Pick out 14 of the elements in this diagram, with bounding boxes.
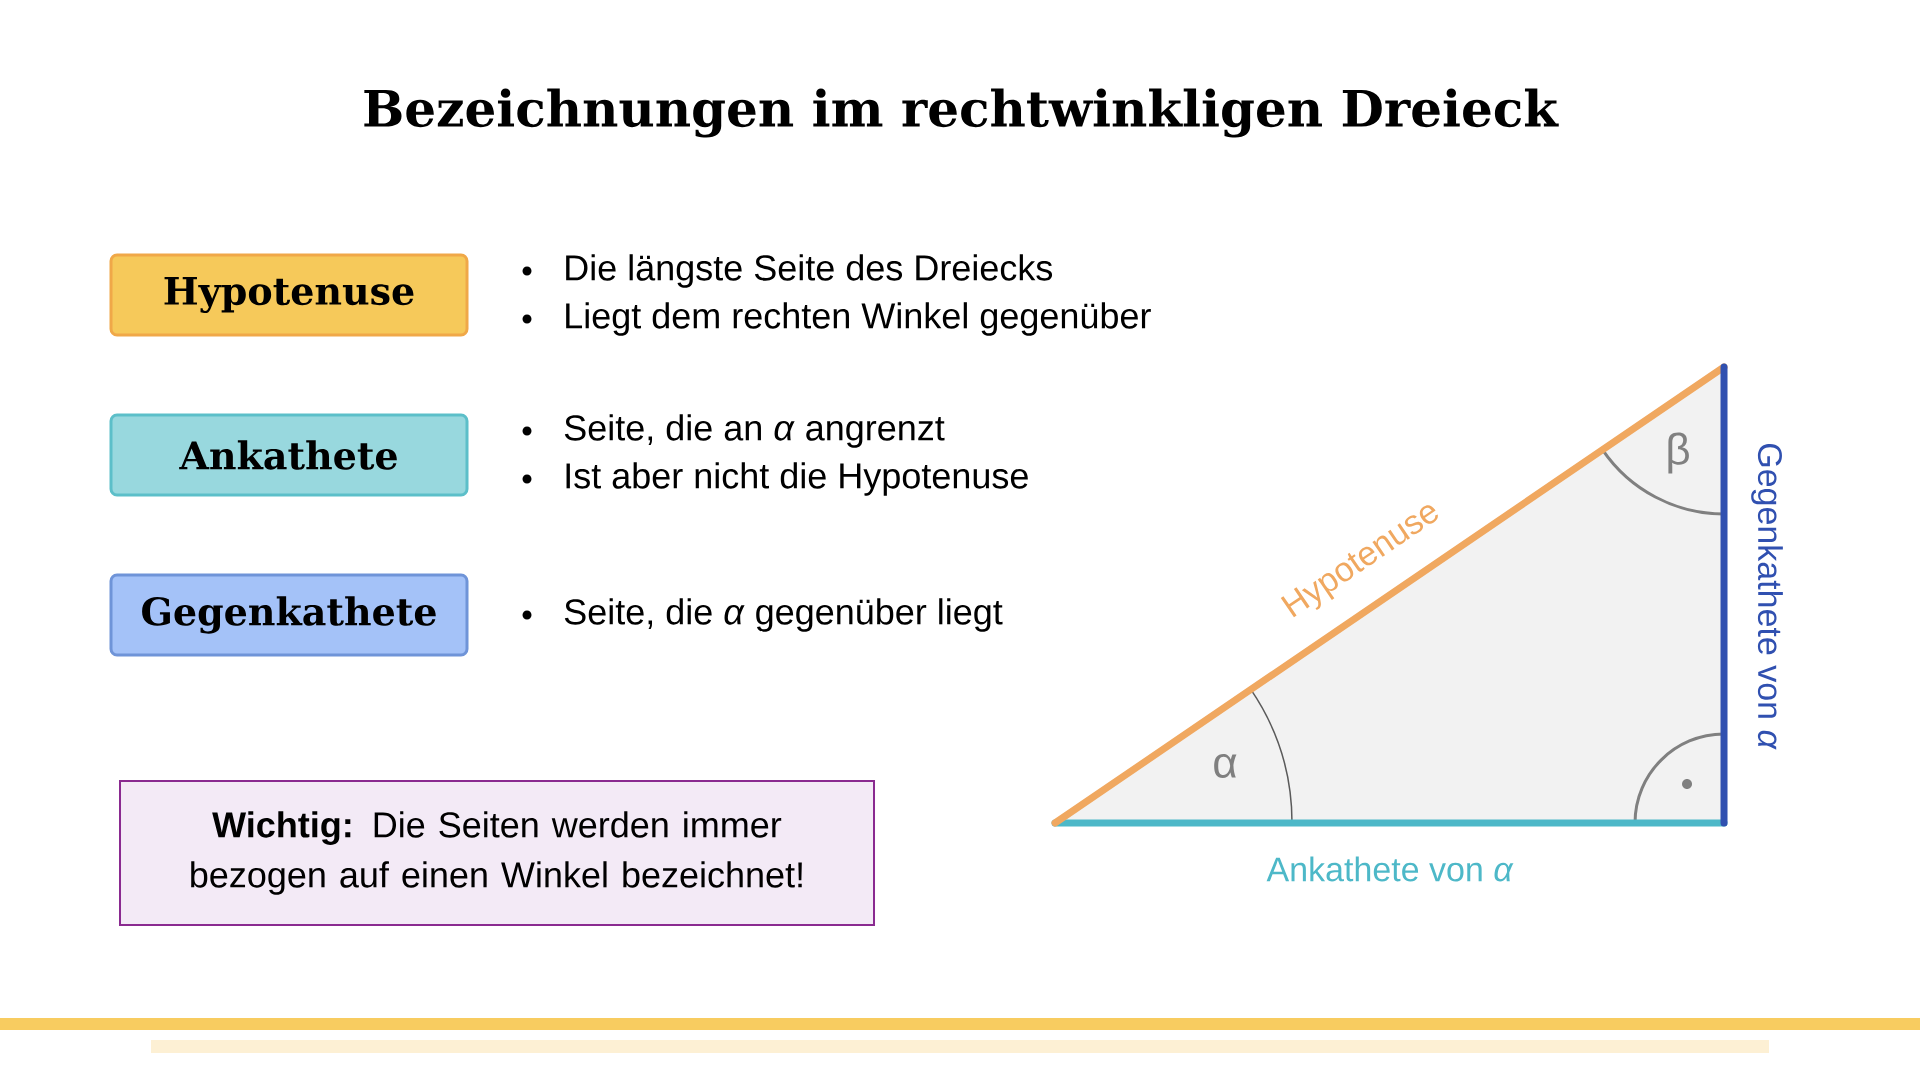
angle-label: β bbox=[1668, 432, 1689, 474]
bullet-text: Seite, die an α angrenzt bbox=[564, 414, 945, 448]
note-box: Wichtig: Die Seiten werden immer bezogen auf einen Winkel bezeichnet! bbox=[119, 780, 875, 926]
angle-label: α bbox=[1214, 753, 1237, 779]
bullet-text: Liegt dem rechten Winkel gegenüber bbox=[566, 302, 1151, 336]
bullet-text: Seite, die α gegenüber liegt bbox=[564, 598, 1003, 632]
side-label: Gegenkathete von α bbox=[1751, 443, 1783, 750]
term-box: Hypotenuse bbox=[109, 253, 469, 337]
bullet-text: Ist aber nicht die Hypotenuse bbox=[566, 462, 1028, 496]
bullet-text: Die längste Seite des Dreiecks bbox=[566, 254, 1053, 288]
side-label: Ankathete von α bbox=[1266, 856, 1514, 882]
term-box: Gegenkathete bbox=[109, 573, 469, 657]
title: Bezeichnungen im rechtwinkligen Dreieck bbox=[364, 88, 1559, 138]
term-box: Ankathete bbox=[109, 413, 469, 497]
